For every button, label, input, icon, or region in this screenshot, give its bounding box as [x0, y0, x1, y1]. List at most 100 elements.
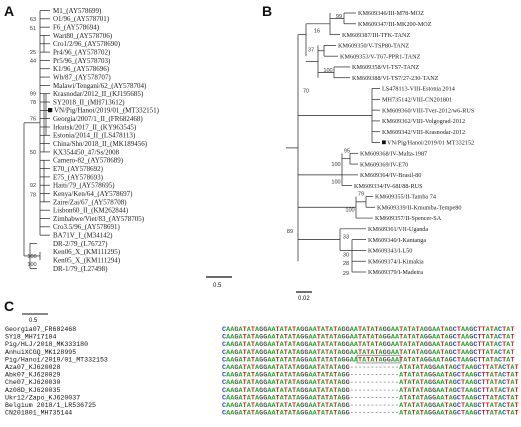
- tree-b-leaf-label: KM609334/IV-68I/88-RUS: [354, 183, 423, 190]
- tree-a-leaf-label: Kenya/Ken/64_(AY578697): [53, 190, 133, 198]
- tree-a-leaf-label: SY2018_II_(MH713612): [53, 98, 125, 106]
- scale-label-a: 0.5: [213, 283, 222, 289]
- tree-a-leaf-label: DR-2/79_(L76727): [53, 240, 108, 248]
- tree-b-leaf-label: KM609342/VIII-Krasnodar-2012: [382, 129, 465, 136]
- alignment-row-name: Belgium 2018/1_LR536725: [5, 402, 96, 409]
- tree-b-leaf-label: KM609343/I-L50: [368, 248, 412, 255]
- tree-b-leaf-label: KM609361/VII-Uganda: [368, 226, 428, 233]
- tree-b-leaf-label: KM609339/II-Kmumba-Tempe80: [377, 204, 461, 211]
- alignment-row-sequence: CAAGATATAGGAATATATAGGAATATATAGG---------…: [222, 394, 519, 402]
- tree-b-bootstrap-value: 89: [287, 229, 293, 235]
- alignment-row-name: AnhuiXCGQ_MK128995: [5, 349, 76, 356]
- tree-b-bootstrap-value: 100: [323, 68, 332, 74]
- tree-a-leaf-label: China/Shn/2018_II_(MK189456): [53, 140, 148, 148]
- tree-b-leaf-label: VN/Pig/Hanoi/2019/01 MT332152: [387, 140, 474, 147]
- scale-label-b: 0.02: [298, 296, 310, 302]
- tree-b-bootstrap-value: 79: [358, 191, 364, 197]
- tree-a-bootstrap-value: 25: [30, 50, 36, 56]
- tree-a-leaf-label: Zaire/Zai/67_(AY578708): [53, 198, 127, 206]
- tree-b-bootstrap-value: 29: [343, 271, 349, 277]
- tree-b-leaf-label: KM609362/VIII-Volgograd-2012: [382, 118, 465, 125]
- alignment-row-name: Abk07_KJ620029: [5, 372, 60, 379]
- alignment-row-name: Pig/Hanoi/2019/01_MT332153: [5, 356, 108, 363]
- tree-a-leaf-label: Pr5/96_(AY578703): [53, 57, 111, 65]
- alignment-row-name: SY18_MH717104: [5, 334, 56, 341]
- alignment-row-sequence: CAAGATATAGGAATATATAGGAATATATAGGAATATATAG…: [222, 334, 514, 342]
- tree-b-leaf-label: KM609369/IV-E70: [360, 161, 408, 168]
- tree-a-leaf-label: Haiti/79_(AY578695): [53, 182, 115, 190]
- tree-a-bootstrap-value: 78: [30, 100, 36, 106]
- tree-a-leaf-label: Ken05_X_(KM111294): [53, 257, 121, 265]
- tree-b-leaf-label: KM609387/III-TFK-TANZ: [342, 32, 410, 39]
- tree-a-leaf-label: Wb/87_(AY578707): [53, 73, 111, 81]
- highlight-marker-icon: [382, 140, 386, 145]
- tree-a-leaf-label: Ken06_X_(KM111295): [53, 248, 121, 256]
- alignment-row-sequence: CAAGATATAGGAATATATAGGAATATATAGG---------…: [222, 379, 519, 387]
- tree-a-leaf-label: VN/Pig/Hanoi/2019/01_(MT332151): [54, 107, 160, 115]
- tree-a-leaf-label: K1/96_(AY578696): [53, 65, 110, 73]
- tree-b-leaf-label: KM609374/I-Kimakia: [368, 258, 424, 265]
- tree-a-leaf-label: KX354450_47/Ss/2008: [53, 148, 120, 156]
- tree-b-bootstrap-value: 33: [343, 235, 349, 241]
- alignment-row-sequence: CAAGATATAGGAATATATAGGAATATATAGG---------…: [222, 410, 519, 418]
- alignment-row-sequence: CAAGATATAGGAATATATAGGAATATATAGGAATATATAG…: [222, 326, 514, 334]
- tree-a-leaf-label: Zimbabwe/Viet/83_(AY578705): [53, 215, 145, 223]
- alignment-row-sequence: CAAGATATAGGAATATATAGGAATATATAGGAATATATAG…: [222, 349, 514, 357]
- alignment-row-name: Ukr12/Zapo_KJ620037: [5, 394, 80, 401]
- tree-b-leaf-label: KM609388/VI-TS7/27-230-TANZ: [352, 75, 439, 82]
- panel-a-label: A: [4, 3, 14, 19]
- tree-b-leaf-label: KM609355/II-Tamba 74: [375, 194, 436, 201]
- tree-a-leaf-label: DR-1/79_(L27498): [53, 265, 108, 273]
- alignment-row-name: Aza07_KJ620028: [5, 364, 60, 371]
- tree-a-leaf-label: Estonia/2014_II_(LS478113): [53, 132, 136, 140]
- tree-b-bootstrap-value: 100: [345, 207, 354, 213]
- tree-b-bootstrap-value: 30: [343, 252, 349, 258]
- tree-b-bootstrap-value: 37: [308, 47, 314, 53]
- tree-a-leaf-label: Malawi/Tengani/62_(AY578704): [53, 82, 147, 90]
- tree-a-bootstrap-value: 76: [30, 117, 36, 123]
- alignment-row-sequence: CAAGATATAGGAATATATAGGAATATATAGG---------…: [222, 402, 519, 410]
- tree-a-bootstrap-value: 44: [30, 58, 36, 64]
- tree-a-leaf-label: Lisbon60_II_(KM262844): [53, 207, 129, 215]
- tree-a-leaf-label: E70_(AY578692): [53, 165, 104, 173]
- tree-b-leaf-label: KM609364/IV-Brasil-80: [360, 172, 421, 179]
- tree-a-leaf-label: Wart80_(AY578706): [53, 32, 113, 40]
- scale-label-c: 0.5: [29, 318, 38, 324]
- tree-a-bootstrap-value: 51: [30, 26, 36, 32]
- scale-bar-c: 0.5: [22, 313, 48, 324]
- tree-a-leaf-label: F6_(AY578694): [53, 24, 100, 32]
- alignment-row-sequence: CAAGATATAGGAATATATAGGAATATATAGGAATATATAG…: [222, 341, 514, 349]
- tree-b-leaf-label: KM609347/III-MK200-MOZ: [358, 21, 432, 28]
- tree-a-leaf-label: O1/96_(AY578701): [53, 15, 110, 23]
- tree-a-leaf-label: Krasnodar/2012_II_(KJ195685): [53, 90, 144, 98]
- alignment-row-name: Az08D_KJ620035: [5, 387, 60, 394]
- tree-a-leaf-label: Pr4/96_(AY578702): [53, 49, 111, 57]
- insertion-highlight-box: [356, 354, 401, 364]
- scale-bar-b: 0.02: [296, 291, 312, 302]
- tree-b-leaf-label: KM609350/V-TSP80-TANZ: [338, 43, 409, 50]
- tree-a-leaf-label: BA71V_I_(M34142): [53, 232, 113, 240]
- tree-a-leaf-label: Irkutsk/2017_II_(KY963545): [53, 123, 137, 131]
- alignment-row-name: Pig/HLJ/2018_MK333180: [5, 341, 88, 348]
- tree-b-bootstrap-value: 99: [336, 14, 342, 20]
- tree-b-leaf-label: KM609358/VI-TS7-TANZ: [352, 64, 419, 71]
- tree-b-bootstrap-value: 100: [331, 162, 340, 168]
- tree-a-bootstrap-value: 63: [30, 17, 36, 23]
- tree-b-bootstrap-value: 100: [331, 180, 340, 186]
- tree-b: KM609346/III-M78-MOZKM609347/III-MK200-M…: [286, 10, 475, 277]
- alignment-row-sequence: CAAGATATAGGAATATATAGGAATATATAGG---------…: [222, 372, 519, 380]
- tree-b-bootstrap-value: 70: [303, 89, 309, 95]
- tree-a-leaf-label: Cro3.5/96_(AY578691): [53, 223, 120, 231]
- tree-b-leaf-label: KM609368/IV-Malta-1987: [360, 150, 427, 157]
- highlight-marker-icon: [48, 108, 53, 113]
- tree-b-leaf-label: MH735142/VIII-CN201801: [382, 97, 452, 104]
- tree-a-leaf-label: E75_(AY578693): [53, 173, 104, 181]
- tree-a-bootstrap-value: 50: [30, 150, 36, 156]
- alignment-row-sequence: CAAGATATAGGAATATATAGGAATATATAGG---------…: [222, 364, 519, 372]
- tree-b-leaf-label: LS478113-VIII-Estonia 2014: [382, 86, 455, 93]
- alignment-row-name: CN201801_MH735144: [5, 410, 72, 417]
- tree-a: M1_(AY578699)O1/96_(AY578701)F6_(AY57869…: [23, 7, 222, 289]
- tree-b-bootstrap-value: 95: [344, 148, 350, 154]
